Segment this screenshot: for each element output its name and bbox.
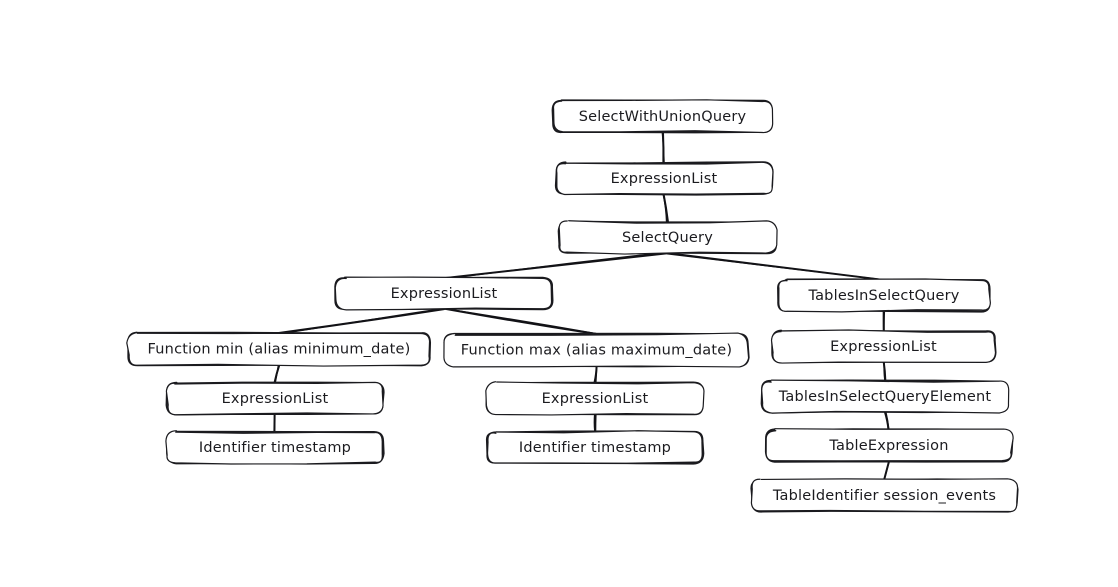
edge-n1-n2 [661,131,665,165]
node-n1[interactable]: SelectWithUnionQuery [551,99,774,134]
node-label: Function max (alias maximum_date) [461,343,732,359]
node-label: TablesInSelectQueryElement [778,389,992,405]
node-n9[interactable]: ExpressionList [165,381,385,416]
edge-n3-n5 [666,252,886,281]
node-n5[interactable]: TablesInSelectQuery [777,278,991,313]
edge-n2-n3 [662,192,669,224]
edge-stroke [883,460,890,482]
edge-stroke [666,253,886,281]
node-label: Function min (alias minimum_date) [148,342,411,358]
node-n10[interactable]: ExpressionList [485,381,705,416]
node-border [556,161,774,196]
node-border [558,220,778,255]
edge-stroke [274,364,280,384]
node-label: Identifier timestamp [199,440,351,456]
node-n12[interactable]: Identifier timestamp [165,430,385,465]
node-n6[interactable]: Function min (alias minimum_date) [126,331,432,367]
nodes-layer: SelectWithUnionQueryExpressionListSelect… [126,99,1019,513]
node-label: TablesInSelectQuery [807,288,959,304]
edge-n14-n15 [883,459,891,482]
node-label: Identifier timestamp [519,440,671,456]
node-n15[interactable]: TableIdentifier session_events [750,478,1019,513]
node-border [486,430,703,464]
node-n2[interactable]: ExpressionList [554,161,774,196]
node-n13[interactable]: Identifier timestamp [485,430,705,465]
node-n11[interactable]: TablesInSelectQueryElement [760,379,1010,414]
node-border [552,99,774,134]
node-border [165,381,384,416]
node-label: TableExpression [828,438,948,454]
edge-n11-n14 [883,410,890,431]
node-border [765,428,1014,462]
edge-stroke [444,251,668,280]
node-label: TableIdentifier session_events [772,488,996,504]
node-n8[interactable]: ExpressionList [770,329,997,364]
node-border [485,381,705,416]
node-label: ExpressionList [391,286,498,302]
node-border [334,276,553,311]
edge-stroke [278,307,446,335]
edge-stroke [662,193,668,224]
node-n3[interactable]: SelectQuery [557,220,778,255]
edge-n5-n8 [882,309,886,333]
node-label: ExpressionList [611,171,718,187]
edge-n4-n6 [277,307,446,335]
edge-stroke [883,361,886,381]
edge-n10-n13 [593,412,597,433]
node-n14[interactable]: TableExpression [764,428,1014,463]
node-n7[interactable]: Function max (alias maximum_date) [443,332,750,368]
edge-n3-n4 [442,251,669,280]
node-label: ExpressionList [222,391,329,407]
node-border [126,331,431,367]
node-border [165,430,383,465]
edge-n7-n10 [593,364,598,385]
node-border [443,332,750,368]
node-label: ExpressionList [830,339,937,355]
node-border [770,329,997,364]
node-border [750,478,1019,513]
node-n4[interactable]: ExpressionList [334,276,554,311]
node-border [778,278,991,313]
edge-n4-n7 [442,307,598,335]
edge-n8-n11 [882,360,887,383]
node-label: SelectWithUnionQuery [579,109,747,125]
node-label: SelectQuery [622,230,713,246]
edge-stroke [442,307,598,335]
node-label: ExpressionList [542,391,649,407]
node-border [761,379,1010,414]
edge-stroke [661,131,665,165]
edge-n6-n9 [273,363,281,384]
edges-layer [273,131,891,482]
